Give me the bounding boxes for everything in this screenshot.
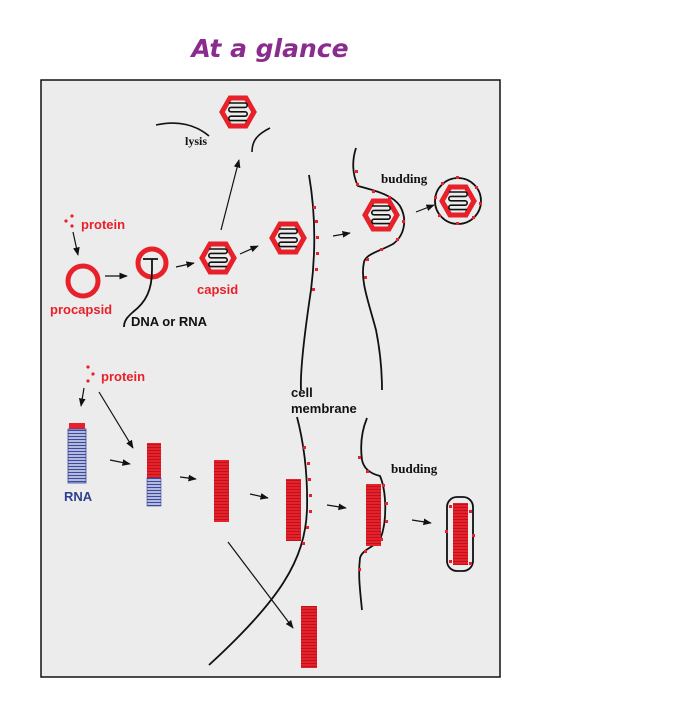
arrow-rna-to-assembly	[109, 459, 131, 466]
budding-label-bottom: budding	[391, 461, 438, 476]
budding-label-top: budding	[381, 171, 428, 186]
protein-dots-bottom	[86, 365, 95, 383]
procapsid-shell	[65, 263, 101, 299]
filling-procapsid	[123, 246, 169, 328]
rna-coil	[67, 423, 87, 484]
page-heading: At a glance	[191, 34, 349, 63]
arrow-to-enveloped-helical	[411, 518, 432, 526]
protein-dots-top	[64, 214, 74, 228]
arrow-to-nucleocapsid	[179, 474, 197, 482]
membrane-proteins-budding-bottom	[358, 456, 388, 571]
dna-or-rna-label: DNA or RNA	[131, 314, 208, 329]
membrane-proteins-bottom-left	[302, 446, 312, 545]
arrow-filling-to-capsid	[175, 261, 195, 268]
nucleocapsid-at-membrane	[286, 479, 301, 541]
procapsid-label: procapsid	[50, 302, 112, 317]
arrow-nucleocapsid-to-release	[227, 541, 294, 629]
diagram-panel	[40, 79, 501, 678]
enveloped-virion-bottom	[445, 496, 475, 572]
arrow-capsid-to-lysis	[220, 159, 241, 231]
rna-label: RNA	[64, 489, 93, 504]
arrow-protein-to-assembly	[98, 391, 134, 449]
arrow-to-budding-top	[332, 231, 351, 238]
released-nucleocapsid	[301, 606, 317, 668]
budding-nucleocapsid	[366, 484, 381, 546]
membrane-label: membrane	[291, 401, 357, 416]
lysis-label: lysis	[185, 134, 207, 148]
capsid-label: capsid	[197, 282, 238, 297]
membrane-proteins-top-left	[312, 206, 319, 291]
budding-membrane-bottom	[358, 417, 387, 611]
arrow-to-budding-bottom	[326, 503, 347, 511]
helical-nucleocapsid	[214, 460, 229, 522]
arrow-protein-to-procapsid	[72, 231, 80, 256]
cell-label: cell	[291, 385, 313, 400]
budding-membrane-top	[352, 147, 406, 391]
protein-label-bottom: protein	[101, 369, 145, 384]
arrow-protein-to-rna	[78, 387, 86, 407]
enveloped-virion-top	[434, 176, 482, 225]
partially-assembled-nucleocapsid	[146, 443, 162, 507]
membrane-proteins-budding-top	[355, 170, 405, 279]
cell-membrane-bottom-left	[208, 416, 309, 666]
protein-label-top: protein	[81, 217, 125, 232]
arrow-capsid-to-membrane	[239, 245, 259, 255]
lysed-membrane-right	[251, 127, 271, 153]
lysed-membrane-left	[155, 122, 210, 137]
arrow-nucleocapsid-to-membrane	[249, 493, 269, 500]
arrow-to-enveloped-virion	[415, 204, 435, 213]
